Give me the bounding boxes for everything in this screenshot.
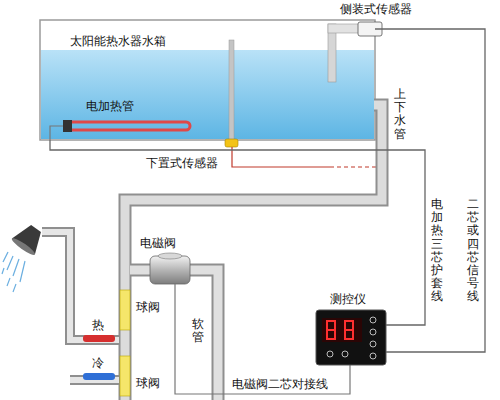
heater-tube <box>70 122 190 130</box>
led-digits <box>326 320 354 340</box>
side-sensor-arm <box>328 24 362 33</box>
shower-pipe <box>42 232 119 380</box>
cold-handle <box>83 373 115 380</box>
tank-outline <box>40 20 375 140</box>
part-label: 球阀 <box>136 300 160 314</box>
ball-valve-cold <box>120 356 130 396</box>
hose-edge <box>130 270 218 400</box>
shower-head <box>10 221 47 258</box>
shower-pipe-edge <box>42 232 119 380</box>
lower-sensor <box>225 139 238 147</box>
solenoid-valve <box>150 256 190 284</box>
controller-buttons <box>327 317 376 359</box>
part-label: 侧装式传感器 <box>340 2 412 16</box>
controller-display <box>322 318 362 342</box>
hose-label: 软管 <box>192 318 204 344</box>
hot-handle <box>83 335 115 342</box>
tank-water <box>41 50 374 139</box>
part-label: 下置式传感器 <box>146 156 218 170</box>
tank-title: 太阳能热水器水箱 <box>70 34 166 48</box>
controller-box: 测控仪 <box>316 310 386 365</box>
ball-valve-hot <box>120 290 130 330</box>
solenoid-cap <box>158 253 182 259</box>
part-label: 电加热管 <box>86 99 134 113</box>
controller-body <box>316 310 386 365</box>
sensor-wire-dashed <box>330 166 378 167</box>
cable-label: 二芯或四芯信号线 <box>467 198 479 304</box>
sensor-rod <box>229 40 234 140</box>
heater-lead <box>50 126 63 140</box>
part-label: 电磁阀 <box>140 236 176 250</box>
signal-cable <box>375 29 485 352</box>
shower-spray <box>2 252 25 292</box>
part-label: 球阀 <box>136 376 160 390</box>
heater-cable <box>50 140 425 325</box>
hose <box>130 270 218 400</box>
tank-box: 太阳能热水器水箱 <box>40 20 375 140</box>
controller-title: 测控仪 <box>330 292 366 306</box>
heater-plug <box>63 120 72 132</box>
wire-label: 电磁阀二芯对接线 <box>232 377 328 391</box>
cold-label: 冷 <box>92 356 104 370</box>
pipe-label: 上下水管 <box>394 88 406 141</box>
cable-label: 电加热三芯护套线 <box>431 198 443 304</box>
hot-label: 热 <box>92 318 104 332</box>
